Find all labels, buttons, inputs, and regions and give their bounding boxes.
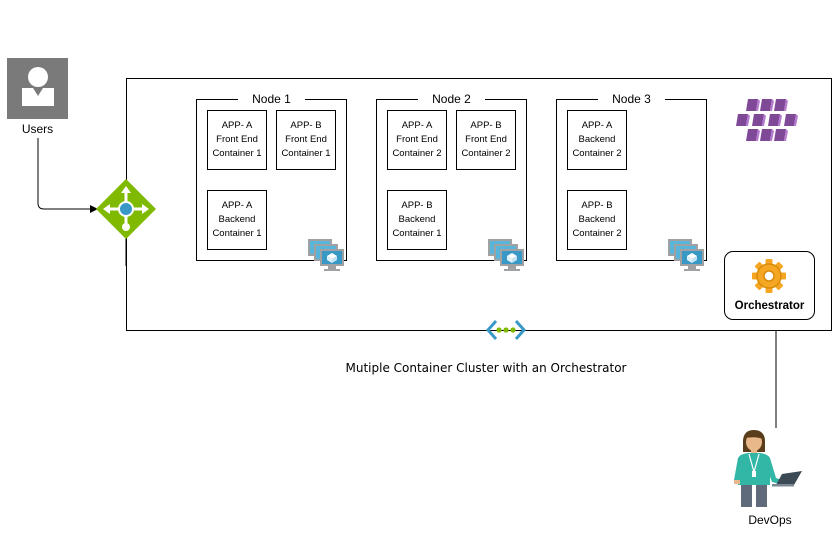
devops-person-icon (734, 430, 802, 507)
node-2-title: Node 2 (377, 91, 526, 107)
node-3-title: Node 3 (557, 91, 706, 107)
load-balancer-icon (96, 179, 156, 239)
gear-icon (752, 259, 786, 293)
virtual-network-icon (485, 320, 527, 340)
orchestrator-box: Orchestrator (724, 251, 815, 320)
orchestrator-label: Orchestrator (734, 300, 805, 312)
diagram-caption: Mutiple Container Cluster with an Orches… (345, 361, 627, 375)
vm-scale-set-icon-node-2 (488, 239, 524, 271)
node-1-title: Node 1 (197, 91, 346, 107)
users-label: Users (21, 122, 54, 136)
vm-scale-set-icon-node-3 (668, 239, 704, 271)
users-to-loadbalancer-edge (37, 138, 92, 210)
devops-label: DevOps (748, 513, 792, 527)
users-node: Users (7, 58, 68, 138)
users-edge-arrowhead (90, 205, 98, 213)
vm-scale-set-icon-node-1 (308, 239, 344, 271)
kubernetes-service-icon (736, 99, 798, 141)
user-icon (7, 58, 68, 119)
